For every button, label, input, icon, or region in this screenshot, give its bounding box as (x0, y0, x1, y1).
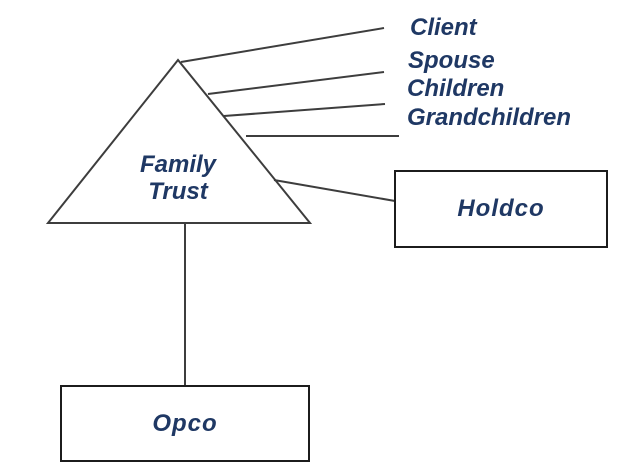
connector-client-line (180, 27, 385, 63)
beneficiary-label-children: Children (407, 75, 505, 102)
family-trust-label-line1: Family (139, 151, 217, 178)
connector-spouse-line (207, 71, 385, 95)
family-trust-label: Family Trust (110, 151, 246, 205)
beneficiary-label-client: Client (410, 14, 477, 41)
opco-label: Opco (152, 409, 218, 437)
connector-holdco-line (273, 179, 396, 202)
beneficiary-label-spouse: Spouse (408, 47, 495, 74)
family-trust-triangle (45, 58, 313, 224)
holdco-label: Holdco (457, 195, 545, 222)
opco-box: Opco (60, 385, 310, 462)
holdco-box: Holdco (394, 170, 608, 248)
family-trust-label-line2: Trust (148, 178, 208, 205)
beneficiary-label-grandchildren: Grandchildren (407, 104, 572, 131)
connector-children-line (223, 103, 386, 117)
